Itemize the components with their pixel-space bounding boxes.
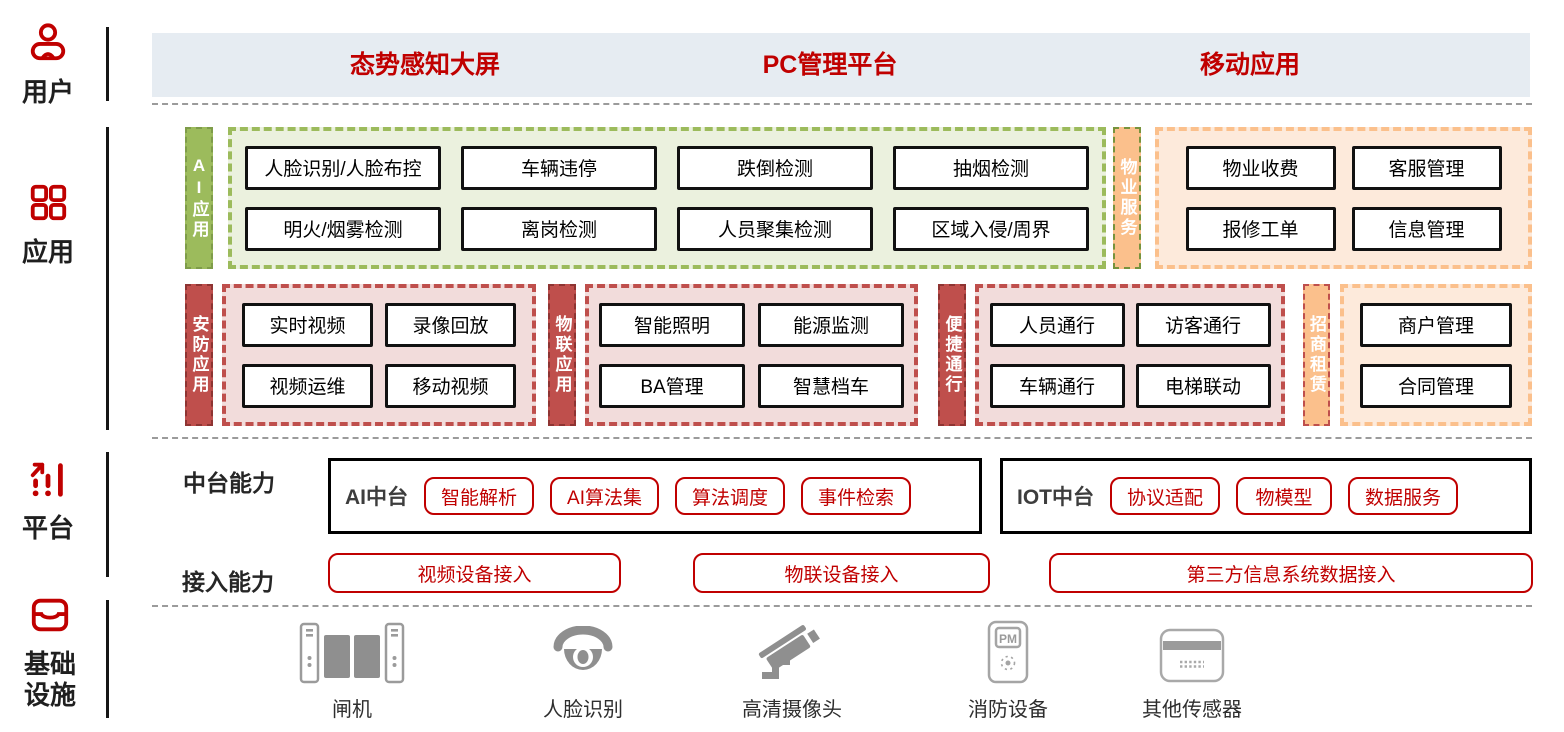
section-security-app: 实时视频录像回放视频运维移动视频 [222, 284, 536, 426]
app-node: 人员聚集检测 [677, 206, 873, 251]
sidebar-divider [106, 452, 109, 577]
section-label-iot-app: 物联应用 [548, 284, 576, 426]
cctv-camera-icon [758, 625, 820, 679]
app-node: 智慧档车 [758, 363, 904, 408]
sidebar-label: 用户 [21, 77, 74, 107]
capability-pill: AI算法集 [550, 477, 659, 515]
app-node: 跌倒检测 [677, 145, 873, 190]
dome-camera-icon [553, 626, 613, 670]
app-grid-icon [30, 184, 67, 221]
app-node: 区域入侵/周界 [893, 206, 1089, 251]
svg-text:PM: PM [999, 632, 1017, 646]
inbox-icon [31, 598, 69, 632]
sidebar-item-applications: 应用 [4, 182, 92, 268]
app-node: 信息管理 [1351, 206, 1502, 251]
app-node: 智能照明 [599, 302, 745, 347]
sidebar-label: 平台 [21, 513, 74, 543]
device-face-recognition: 人脸识别 [518, 620, 648, 722]
app-node: 人员通行 [989, 302, 1125, 347]
sidebar-divider [106, 27, 109, 101]
terminal-situation-screen: 态势感知大屏 [349, 51, 500, 79]
ai-middle-platform-box: AI中台 智能解析 AI算法集算法调度事件检索 [328, 458, 982, 534]
access-capability-title: 接入能力 [182, 569, 274, 595]
bar-chart-icon [30, 462, 63, 497]
sidebar-label: 基础设施 [23, 649, 76, 710]
ai-middle-platform-items: 智能解析 AI算法集算法调度事件检索 [424, 477, 911, 515]
dashed-separator [152, 103, 1532, 105]
app-node: 离岗检测 [461, 206, 657, 251]
app-node: BA管理 [599, 363, 745, 408]
app-node: 能源监测 [758, 302, 904, 347]
terminal-pc-platform: PC管理平台 [762, 51, 898, 79]
app-node: 客服管理 [1351, 145, 1502, 190]
capability-pill: 事件检索 [800, 477, 911, 515]
iot-middle-platform-box: IOT中台 协议适配物模型数据服务 [1000, 458, 1532, 534]
gate-icon [299, 622, 405, 684]
access-video-devices: 视频设备接入 [328, 553, 621, 593]
sidebar-item-users: 用户 [4, 22, 92, 108]
iot-middle-platform-items: 协议适配物模型数据服务 [1110, 477, 1459, 515]
capability-pill: 数据服务 [1348, 477, 1459, 515]
section-label-property-service: 物业服务 [1113, 127, 1141, 269]
app-node: 移动视频 [385, 363, 516, 408]
section-ai-app: 人脸识别/人脸布控车辆违停跌倒检测抽烟检测明火/烟雾检测离岗检测人员聚集检测区域… [228, 127, 1106, 269]
app-node: 物业收费 [1185, 145, 1336, 190]
device-label: 高清摄像头 [742, 699, 842, 721]
app-node: 商户管理 [1360, 302, 1512, 347]
app-node: 报修工单 [1185, 206, 1336, 251]
access-iot-devices: 物联设备接入 [693, 553, 990, 593]
app-node: 车辆通行 [989, 363, 1125, 408]
app-node: 合同管理 [1360, 363, 1512, 408]
sidebar-item-infrastructure: 基础设施 [4, 594, 96, 711]
user-icon [30, 23, 66, 61]
app-node: 明火/烟雾检测 [245, 206, 441, 251]
app-node: 车辆违停 [461, 145, 657, 190]
terminal-mobile-app: 移动应用 [1199, 51, 1300, 79]
device-hd-camera: 高清摄像头 [727, 620, 857, 722]
device-label: 其他传感器 [1142, 699, 1242, 721]
section-leasing: 商户管理合同管理 [1340, 284, 1532, 426]
app-node: 实时视频 [242, 302, 373, 347]
mid-platform-title: 中台能力 [183, 470, 275, 496]
iot-middle-platform-label: IOT中台 [1017, 486, 1094, 509]
section-label-leasing: 招商租赁 [1303, 284, 1330, 426]
app-node: 人脸识别/人脸布控 [245, 145, 441, 190]
app-node: 视频运维 [242, 363, 373, 408]
dashed-separator [152, 437, 1532, 439]
device-label: 闸机 [332, 699, 372, 721]
device-gate: 闸机 [287, 620, 417, 722]
section-label-convenient-pass: 便捷通行 [938, 284, 966, 426]
device-label: 人脸识别 [543, 699, 623, 721]
capability-pill: 物模型 [1236, 477, 1333, 515]
device-other-sensors: 其他传感器 [1127, 620, 1257, 722]
sidebar-label: 应用 [21, 237, 74, 267]
app-node: 录像回放 [385, 302, 516, 347]
capability-pill: 智能解析 [424, 477, 535, 515]
app-node: 访客通行 [1135, 302, 1271, 347]
section-label-ai-app: AI应用 [185, 127, 213, 269]
user-terminal-bar: 态势感知大屏 PC管理平台 移动应用 [152, 33, 1530, 97]
section-label-security-app: 安防应用 [185, 284, 213, 426]
fire-device-icon: PM [987, 620, 1029, 684]
capability-pill: 算法调度 [674, 477, 785, 515]
sidebar-item-platform: 平台 [4, 458, 92, 544]
sidebar-divider [106, 600, 109, 718]
section-property-service: 物业收费客服管理报修工单信息管理 [1155, 127, 1532, 269]
device-label: 消防设备 [968, 699, 1048, 721]
device-fire-equipment: PM 消防设备 [943, 620, 1073, 722]
capability-pill: 协议适配 [1110, 477, 1221, 515]
access-third-party-data: 第三方信息系统数据接入 [1049, 553, 1533, 593]
sidebar-divider [106, 127, 109, 430]
sensor-icon [1159, 628, 1225, 683]
ai-middle-platform-label: AI中台 [345, 486, 408, 509]
dashed-separator [152, 605, 1532, 607]
app-node: 电梯联动 [1135, 363, 1271, 408]
section-convenient-pass: 人员通行访客通行车辆通行电梯联动 [975, 284, 1285, 426]
app-node: 抽烟检测 [893, 145, 1089, 190]
section-iot-app: 智能照明能源监测 BA管理智慧档车 [585, 284, 918, 426]
